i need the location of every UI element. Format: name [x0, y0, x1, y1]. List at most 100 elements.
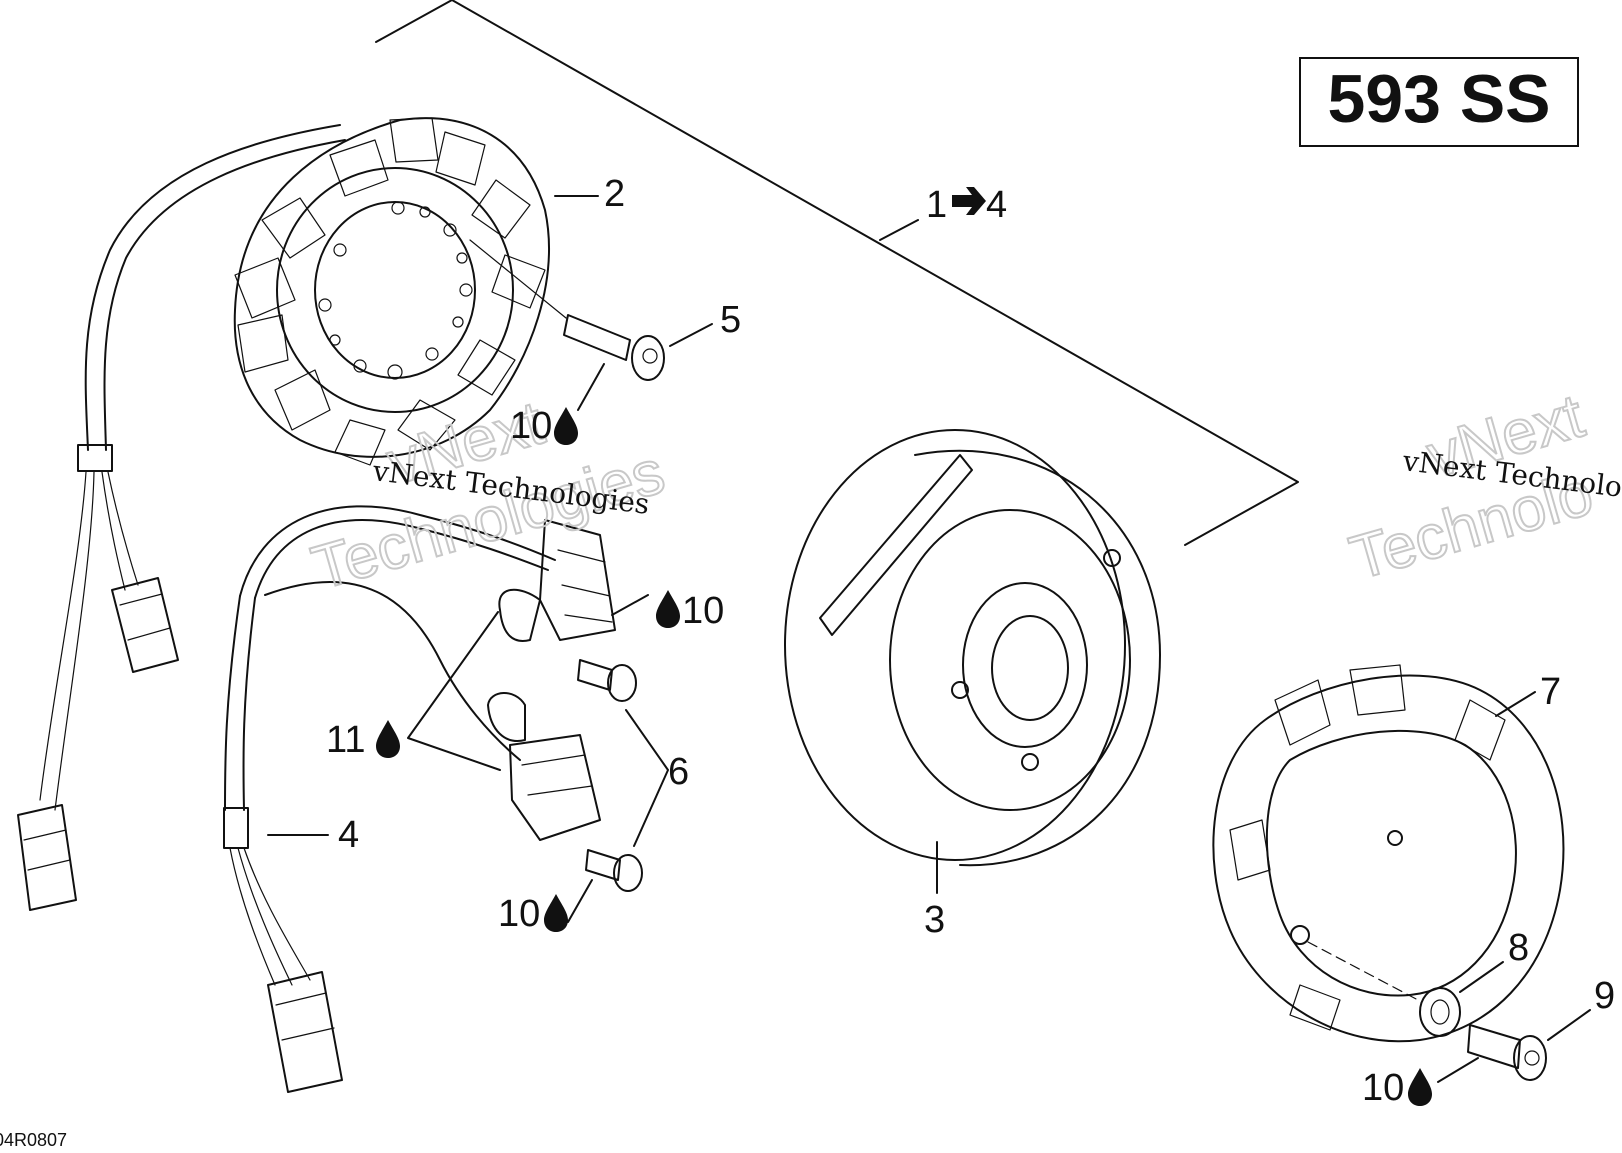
- assembly-bracket-line: [375, 0, 1299, 546]
- trigger-coil-upper-detail: [557, 549, 613, 623]
- leader-10b: [611, 594, 649, 616]
- callout-11: 11: [326, 719, 400, 761]
- stator-harness-cable-inner: [103, 139, 346, 451]
- right-arrow-icon: [952, 187, 986, 215]
- trigger-coil-lower-tab: [487, 692, 526, 742]
- leader-9: [1547, 1009, 1591, 1041]
- screw-9-shank: [1467, 1024, 1521, 1069]
- screw-9-head: [1513, 1035, 1547, 1081]
- flywheel-hole-1: [1103, 549, 1121, 567]
- watermark-center: vNext Technologies vNext Technologies: [304, 387, 673, 604]
- screw-6-lower-head: [613, 854, 643, 892]
- callout-10-coil-upper-number: 10: [682, 590, 724, 632]
- trigger-coil-upper-body: [539, 519, 616, 641]
- leader-6: [625, 709, 669, 847]
- callout-7: 7: [1540, 671, 1561, 713]
- ring-7-lugs: [1229, 664, 1506, 1031]
- oil-drop-icon: [544, 894, 568, 932]
- flywheel-part-3: [784, 429, 1161, 894]
- washer-8-outer: [1419, 987, 1461, 1037]
- flywheel-magnet-slot: [819, 454, 973, 636]
- screw-part-9: [1437, 1009, 1591, 1083]
- figure-code: 04R0807: [0, 1130, 67, 1150]
- trigger-harness-part-4: [223, 505, 556, 1093]
- stator-harness-wire-d: [107, 471, 139, 586]
- trigger-coil-lower-body: [509, 734, 601, 841]
- oil-drop-icon: [1408, 1068, 1432, 1106]
- trigger-harness-loop: [264, 580, 521, 761]
- oil-drop-icon: [554, 407, 578, 445]
- leader-10d: [1437, 1057, 1479, 1083]
- assembly-bracket: [375, 0, 1299, 546]
- stator-connector-lower: [17, 804, 77, 911]
- screw-part-6-upper: [577, 594, 649, 702]
- leader-8: [1459, 961, 1504, 993]
- trigger-wire-b: [237, 847, 293, 986]
- trigger-wire-c: [243, 847, 311, 981]
- ring-7-hole-1: [1387, 830, 1403, 846]
- flywheel-hole-2: [951, 681, 969, 699]
- stator-harness-wire-c: [101, 471, 126, 591]
- bolt-part-5: [469, 239, 713, 411]
- ring-7-hole-2: [1290, 925, 1310, 945]
- ring-7-inner: [1265, 729, 1517, 997]
- stator-harness-wire-a: [39, 471, 87, 801]
- screw-9-socket: [1524, 1050, 1540, 1066]
- flywheel-hub-outer: [962, 582, 1088, 748]
- callout-10-stator-number: 10: [510, 405, 552, 447]
- stator-harness-wire-b: [54, 471, 95, 811]
- callout-11-number: 11: [326, 719, 365, 761]
- flywheel-depth-edge: [914, 449, 1161, 867]
- screw-6-upper-head: [607, 664, 637, 702]
- screw-6-lower-shank: [585, 849, 621, 881]
- callout-10-ring: 10: [1362, 1067, 1432, 1109]
- screw-6-upper-shank: [577, 659, 613, 691]
- callout-3: 3: [924, 899, 945, 941]
- callout-1-arrow-target: 4: [986, 184, 1007, 226]
- oil-drop-icon: [656, 590, 680, 628]
- stator-windings: [234, 117, 546, 466]
- model-badge: 593 SS: [1299, 57, 1579, 147]
- callout-1-number: 1: [926, 184, 947, 226]
- callout-10-coil-lower-number: 10: [498, 893, 540, 935]
- stator-holes: [318, 201, 473, 380]
- callout-4: 4: [338, 814, 359, 856]
- callout-6: 6: [668, 751, 689, 793]
- bolt-5-axis: [469, 239, 567, 319]
- leader-10a: [577, 363, 605, 411]
- leader-10c: [567, 879, 593, 923]
- callout-10-coil-lower: 10: [498, 893, 568, 935]
- trigger-connector: [267, 971, 343, 1093]
- washer-part-8: [1419, 961, 1504, 1037]
- trigger-harness-left-b: [242, 597, 256, 811]
- trigger-harness-left-a: [224, 595, 241, 811]
- stator-harness-sleeve: [77, 444, 113, 472]
- washer-8-inner: [1430, 999, 1450, 1025]
- flywheel-hole-3: [1021, 753, 1039, 771]
- leader-7: [1495, 691, 1536, 717]
- callout-10-coil-upper: 10: [656, 590, 724, 632]
- callout-5: 5: [720, 299, 741, 341]
- watermark-right: vNext Technolo vNext Technolo: [1342, 380, 1622, 594]
- trigger-coil-lower-detail: [521, 754, 593, 796]
- callout-10-stator: 10: [510, 405, 578, 447]
- flywheel-outer-rim: [784, 429, 1126, 861]
- stator-core-ring: [276, 167, 514, 413]
- callout-1: 1 4: [926, 184, 1007, 226]
- ring-7-outer: [1212, 674, 1565, 1043]
- stator-part: [233, 117, 550, 466]
- callout-10-ring-number: 10: [1362, 1067, 1404, 1109]
- screw-part-6-lower: [567, 849, 643, 923]
- stator-connector-upper: [111, 577, 179, 673]
- ring-part-7: [1212, 664, 1565, 1043]
- callout-2: 2: [604, 173, 625, 215]
- bolt-5-socket: [642, 348, 658, 364]
- trigger-coil-lower: [487, 692, 601, 841]
- stator-harness: [17, 124, 346, 911]
- flywheel-hub-inner: [991, 615, 1069, 721]
- callout-8: 8: [1508, 927, 1529, 969]
- model-badge-frame: [1299, 57, 1579, 147]
- stator-outline: [233, 117, 550, 458]
- trigger-coil-upper-tab: [498, 588, 541, 642]
